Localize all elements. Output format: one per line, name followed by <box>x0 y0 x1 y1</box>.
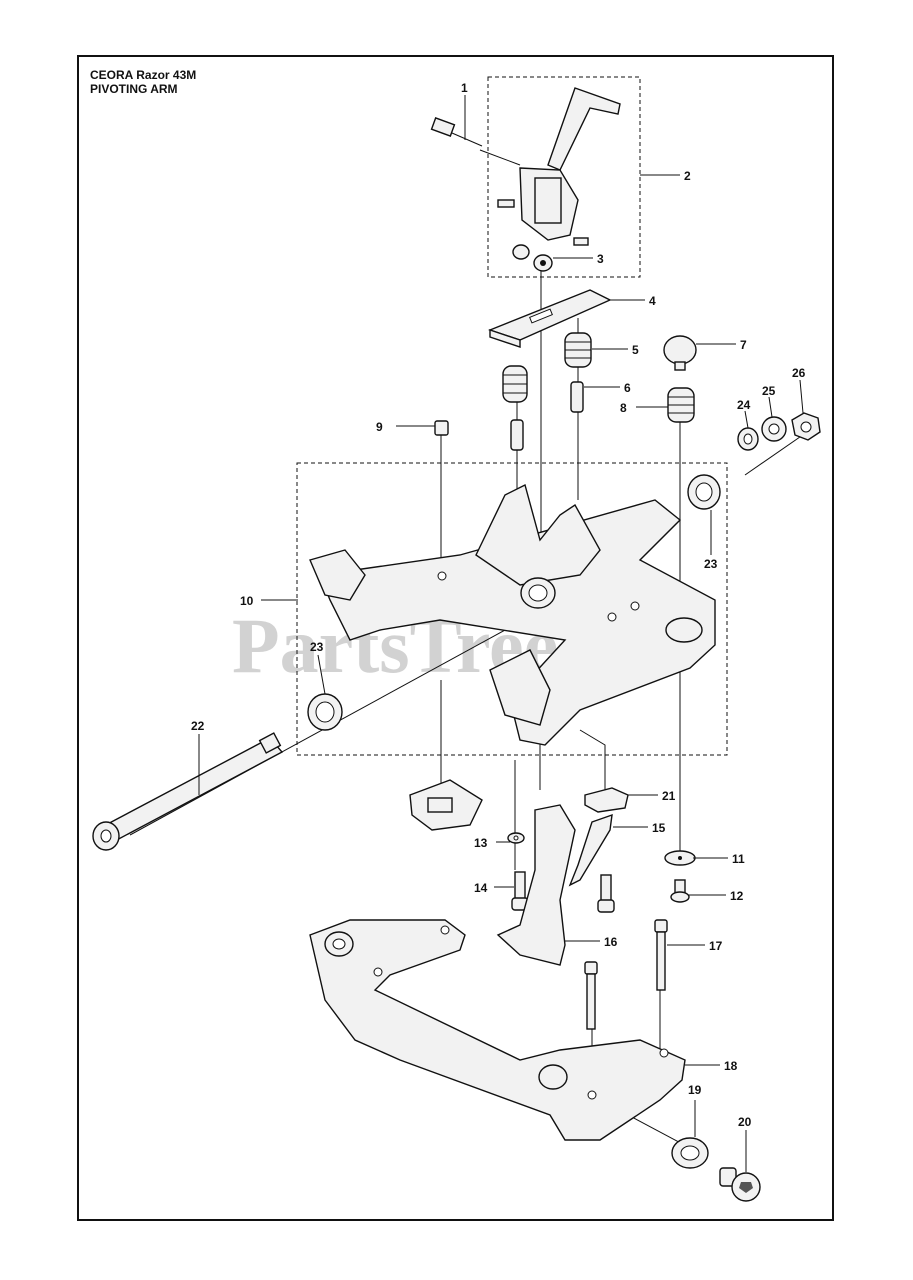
callout-18: 18 <box>724 1059 738 1073</box>
part-9-nut <box>434 420 449 436</box>
part-4-plate <box>487 289 612 348</box>
part-1-screw <box>430 117 483 147</box>
part-12-screw <box>670 879 690 903</box>
callout-20: 20 <box>738 1115 752 1129</box>
callout-15: 15 <box>652 821 666 835</box>
arm-group-box <box>296 462 728 756</box>
part-10-pivoting-arm <box>309 483 716 746</box>
part-21-clip <box>584 787 629 813</box>
callout-5: 5 <box>632 343 639 357</box>
callout-25: 25 <box>762 384 776 398</box>
model-name: CEORA Razor 43M <box>90 68 197 82</box>
callout-6: 6 <box>624 381 631 395</box>
part-14-screws <box>511 871 615 913</box>
callout-3: 3 <box>597 252 604 266</box>
callout-11: 11 <box>732 852 745 866</box>
diagram-title: CEORA Razor 43M PIVOTING ARM <box>90 68 196 96</box>
callout-16: 16 <box>604 935 618 949</box>
part-16-handle <box>496 804 576 966</box>
part-23-bushing-right <box>687 474 721 510</box>
callout-21: 21 <box>662 789 676 803</box>
callout-7: 7 <box>740 338 747 352</box>
callout-24: 24 <box>737 398 751 412</box>
part-3-rollers <box>512 244 553 272</box>
part-7-knob <box>663 335 697 371</box>
callout-1: 1 <box>461 81 468 95</box>
callout-19: 19 <box>688 1083 702 1097</box>
part-24-washer <box>737 427 759 451</box>
part-26-nut <box>791 412 821 441</box>
part-18-base-frame <box>309 919 686 1141</box>
callout-22: 22 <box>191 719 205 733</box>
callout-12: 12 <box>730 889 744 903</box>
lever-group-box <box>487 76 641 278</box>
part-15-spring-lever <box>568 813 613 887</box>
part-25-spring-washer <box>761 416 787 442</box>
callout-13: 13 <box>474 836 488 850</box>
part-8-spring <box>667 387 695 423</box>
callout-23-right: 23 <box>704 557 718 571</box>
callout-9: 9 <box>376 420 383 434</box>
part-23-bushing-left <box>307 693 343 731</box>
callout-23-left: 23 <box>310 640 324 654</box>
callout-17: 17 <box>709 939 723 953</box>
part-11-washer <box>664 850 696 866</box>
callout-10: 10 <box>240 594 254 608</box>
part-22-shaft <box>92 732 284 851</box>
callout-8: 8 <box>620 401 627 415</box>
part-17-long-screws <box>584 919 668 1030</box>
switch-module <box>409 779 483 831</box>
callout-14: 14 <box>474 881 488 895</box>
part-13-washer <box>507 832 525 844</box>
spring-left <box>502 365 528 403</box>
callout-2: 2 <box>684 169 691 183</box>
part-6-pins <box>510 381 584 451</box>
drawing-frame <box>77 55 834 1221</box>
part-5-spring <box>564 332 592 368</box>
part-19-bushing <box>671 1137 709 1169</box>
part-20-bolt <box>719 1167 761 1202</box>
leader-lines <box>198 95 804 1172</box>
assembly-name: PIVOTING ARM <box>90 82 178 96</box>
part-2-lever <box>497 87 621 246</box>
callout-26: 26 <box>792 366 806 380</box>
callout-4: 4 <box>649 294 656 308</box>
